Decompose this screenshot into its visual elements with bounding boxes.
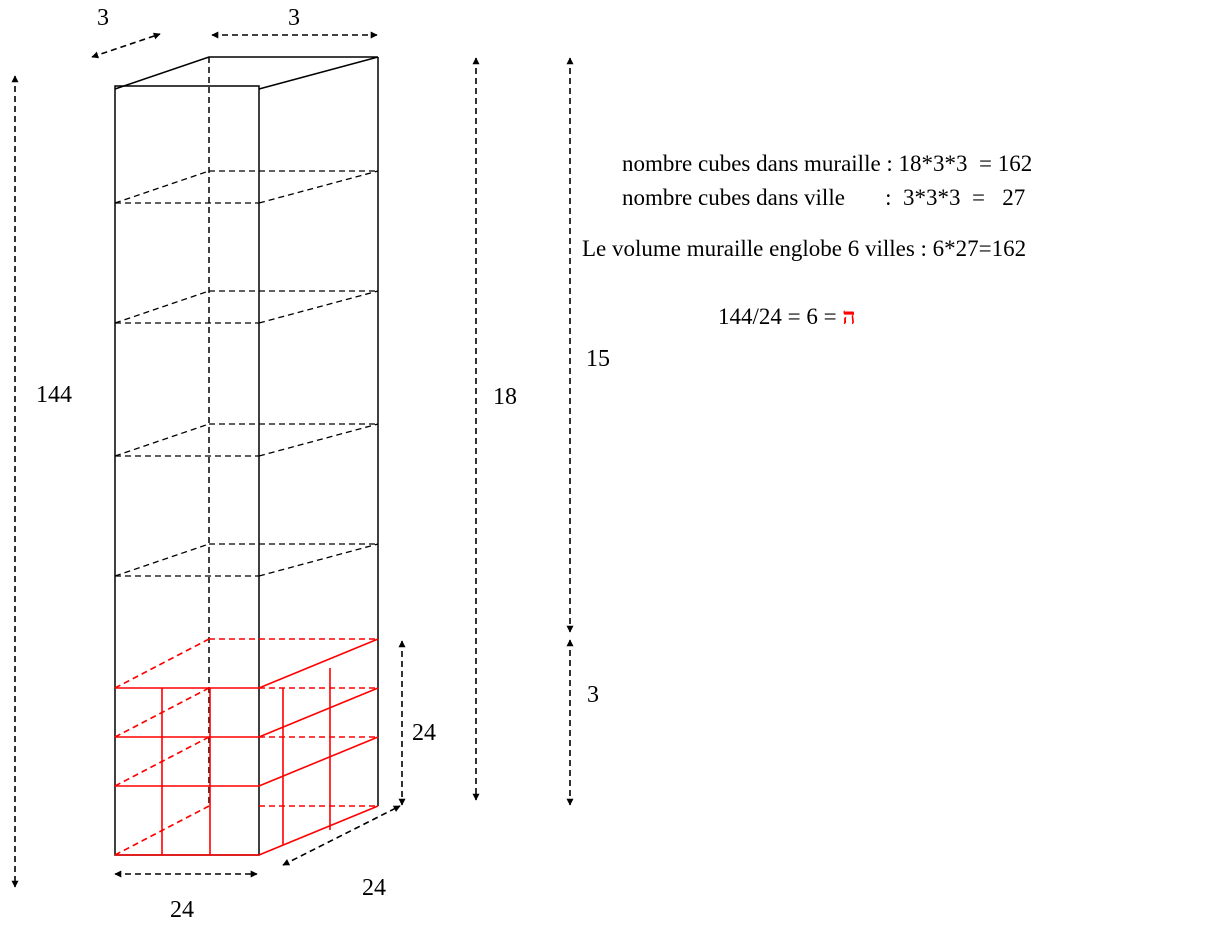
wall-front-face [114,85,260,856]
label-bottom-depth: 24 [362,875,386,901]
wall-layers [114,170,379,577]
arrow-top-depth [91,32,161,59]
city-cube [114,638,379,856]
wall-top-face [114,56,379,90]
wall-layer [114,543,379,577]
text-city-cubes: nombre cubes dans ville : 3*3*3 = 27 [622,185,1026,210]
label-top-depth: 3 [97,5,109,31]
label-height-144: 144 [36,382,72,408]
label-bottom-width: 24 [170,897,194,923]
text-wall-volume: Le volume muraille englobe 6 villes : 6*… [582,236,1027,261]
text-wall-cubes: nombre cubes dans muraille : 18*3*3 = 16… [622,151,1033,176]
arrow-bottom-depth [282,805,401,866]
hebrew-he-symbol: ה [842,304,856,329]
wall-layer [114,290,379,324]
label-height-18: 18 [493,384,517,410]
dimension-arrows [11,31,574,888]
text-ratio: 144/24 = 6 = ה [718,305,856,328]
text-ratio-prefix: 144/24 = 6 = [718,304,843,329]
wall-layer [114,170,379,204]
wall-layer [114,423,379,457]
label-top-width: 3 [288,5,300,31]
label-height-3: 3 [587,682,599,708]
label-height-15: 15 [586,346,610,372]
label-city-height: 24 [412,720,436,746]
